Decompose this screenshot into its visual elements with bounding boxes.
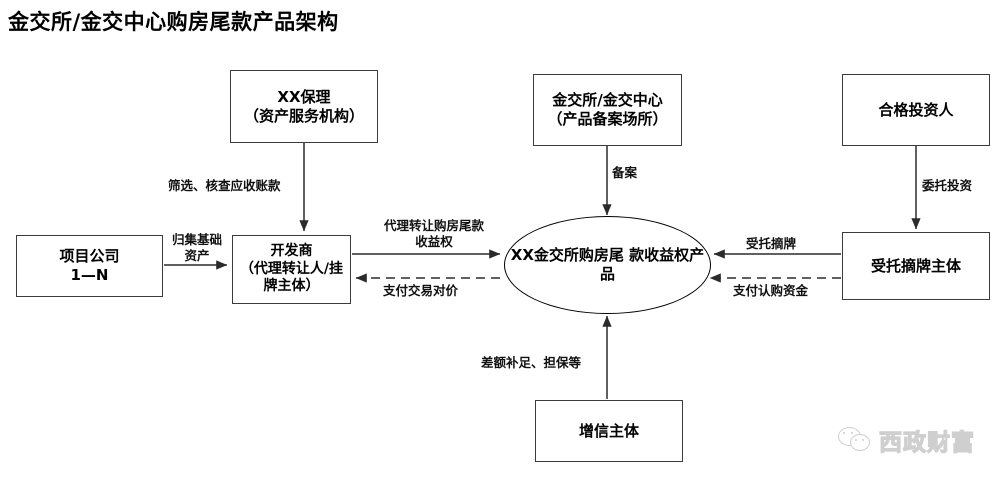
node-developer[interactable]: 开发商 （代理转让人/挂 牌主体） xyxy=(232,235,351,304)
node-developer-line3: 牌主体） xyxy=(263,278,320,295)
collect-assets-line1: 归集基础资产 xyxy=(171,232,222,263)
edge-label-credit-support: 差额补足、担保等 xyxy=(481,355,582,370)
node-bidder[interactable]: 受托摘牌主体 xyxy=(842,232,990,300)
edge-label-pay-subscription: 支付认购资金 xyxy=(733,283,809,298)
page-title: 金交所/金交中心购房尾款产品架构 xyxy=(8,10,339,34)
node-credit-enhancer[interactable]: 增信主体 xyxy=(535,400,683,462)
node-factoring[interactable]: XX保理 （资产服务机构） xyxy=(230,70,378,143)
node-factoring-line1: XX保理 xyxy=(277,87,331,106)
node-exchange-line2: （产品备案场所） xyxy=(547,110,668,128)
node-investor-line1: 合格投资人 xyxy=(878,100,954,119)
node-project-line2: 1—N xyxy=(70,266,109,284)
edge-label-agent-transfer: 代理转让购房尾款 收益权 xyxy=(384,218,484,249)
node-project-company[interactable]: 项目公司 1—N xyxy=(16,235,163,297)
edge-label-filing: 备案 xyxy=(612,165,638,180)
node-credit-line1: 增信主体 xyxy=(578,421,639,440)
node-exchange[interactable]: 金交所/金交中心 （产品备案场所） xyxy=(533,74,682,146)
node-product-line2: 款收益权产品 xyxy=(599,245,705,284)
edge-label-entrusted-bid: 受托摘牌 xyxy=(746,236,797,251)
node-product-line1: XX金交所购房尾 xyxy=(510,245,624,264)
node-developer-line2: （代理转让人/挂 xyxy=(239,260,344,277)
edge-label-pay-consideration: 支付交易对价 xyxy=(383,283,459,298)
watermark: 西政财富 xyxy=(838,423,975,457)
agent-transfer-line2: 收益权 xyxy=(415,233,453,249)
edge-label-screen-receivables: 筛选、核查应收账款 xyxy=(168,178,281,193)
node-product[interactable]: XX金交所购房尾 款收益权产品 xyxy=(504,216,711,314)
watermark-text: 西政财富 xyxy=(878,429,975,456)
node-project-line1: 项目公司 xyxy=(59,247,120,266)
edge-label-entrusted-invest: 委托投资 xyxy=(922,178,973,193)
node-investor[interactable]: 合格投资人 xyxy=(842,74,990,146)
node-factoring-line2: （资产服务机构） xyxy=(243,106,364,125)
agent-transfer-line1: 代理转让购房尾款 xyxy=(384,218,485,233)
node-bidder-line1: 受托摘牌主体 xyxy=(870,256,961,275)
edge-label-collect-assets: 归集基础资产 xyxy=(169,232,225,263)
wechat-icon xyxy=(838,427,872,453)
node-developer-line1: 开发商 xyxy=(270,243,313,260)
node-exchange-line1: 金交所/金交中心 xyxy=(552,91,663,110)
